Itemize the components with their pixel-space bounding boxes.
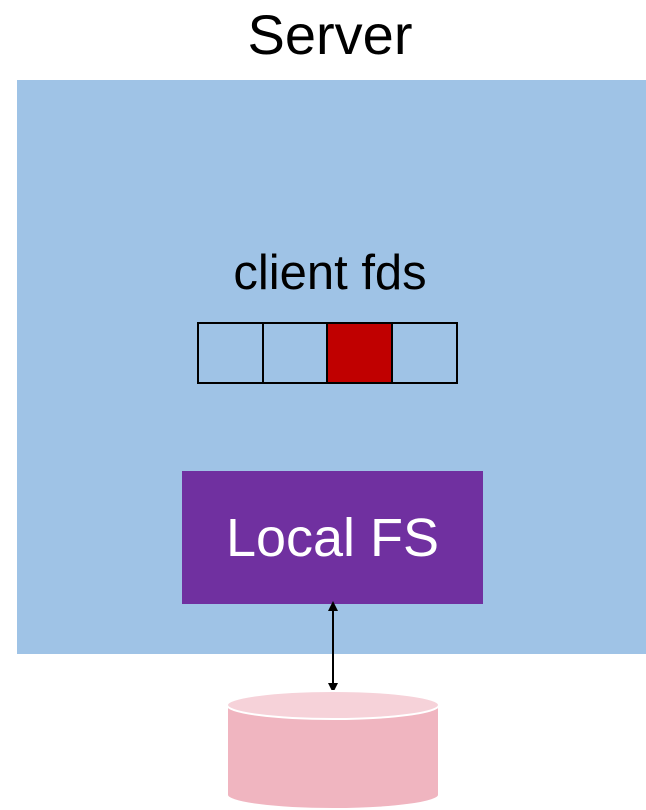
client-fds-array [197, 322, 458, 384]
local-fs-label: Local FS [225, 507, 440, 568]
disk-icon [226, 690, 440, 810]
server-title: Server [247, 3, 413, 66]
fd-cell [390, 322, 458, 384]
disk-top [226, 690, 440, 720]
disk-body [226, 704, 440, 810]
client-fds-label: client fds [233, 246, 427, 300]
fd-cell [261, 322, 329, 384]
local-fs-box: Local FS [182, 471, 483, 604]
